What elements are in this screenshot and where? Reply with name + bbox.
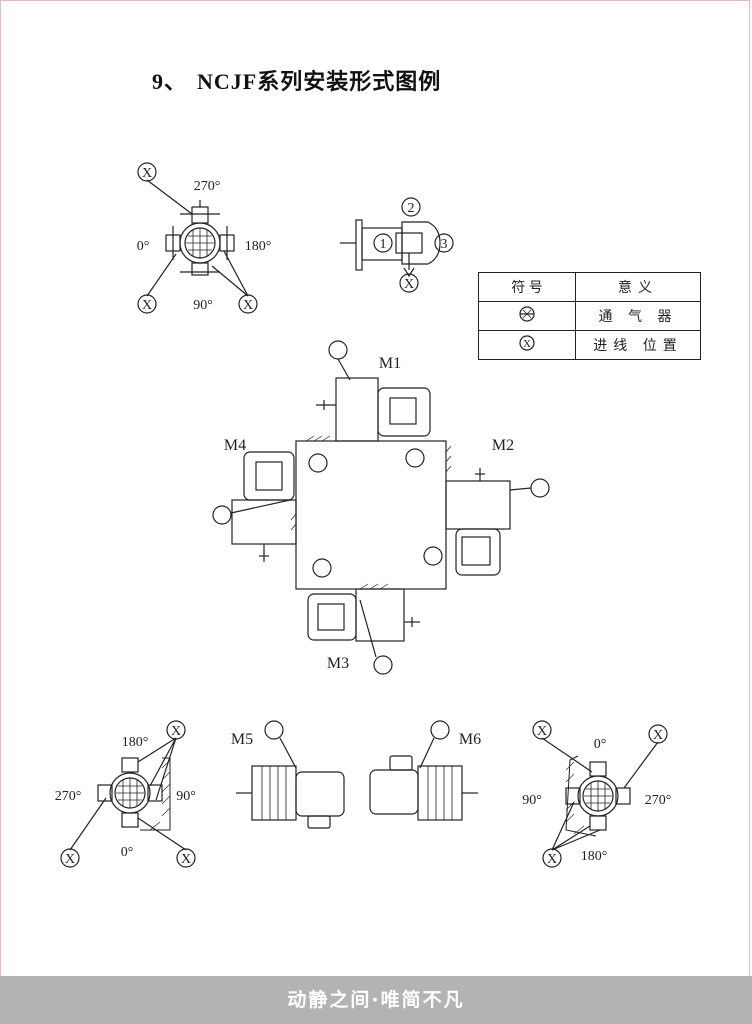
installation-drawing: X X X 270° 0° 180° 90° 2 1 3 X: [55, 162, 672, 868]
marker-x: X: [181, 852, 191, 867]
marker-x: X: [547, 852, 557, 867]
angle-label-top: 270°: [194, 179, 221, 194]
hatch-marks: [290, 435, 452, 590]
label-m4: M4: [224, 437, 246, 454]
legend-symbol-cell: X: [478, 330, 576, 360]
motor-m2: [423, 468, 550, 576]
angle-label-bottom: 90°: [193, 298, 213, 313]
gear-grid-pattern: [186, 228, 214, 258]
angle-label-left: 0°: [137, 239, 150, 254]
label-m5: M5: [231, 731, 253, 748]
legend-header-row: 符 号 意义: [478, 272, 701, 302]
angle-label-left: 270°: [55, 789, 82, 804]
label-m6: M6: [459, 731, 481, 748]
central-mount-diagram: M1 M2 M3 M4: [212, 340, 550, 675]
marker-1: 1: [380, 237, 387, 252]
symbol-legend-table: 符 号 意义 通 气 器 X 进线 位置: [478, 272, 701, 360]
marker-3: 3: [441, 237, 448, 252]
vent-symbol-icon: [519, 305, 535, 322]
svg-text:X: X: [523, 338, 531, 350]
x-circle-icon: X: [519, 334, 535, 351]
page-title: 9、 NCJF系列安装形式图例: [152, 64, 441, 96]
footer-banner: 动静之间·唯简不凡: [0, 976, 752, 1024]
motor-m5-side: M5: [231, 720, 345, 829]
legend-row: X 进线 位置: [478, 330, 701, 360]
angle-label-right: 270°: [645, 793, 672, 808]
legend-row: 通 气 器: [478, 301, 701, 331]
angle-label-bottom: 180°: [581, 849, 608, 864]
bottom-right-angle-diagram: X X X 0° 90° 270° 180°: [522, 720, 672, 868]
motor-m1: [316, 340, 431, 468]
base-block: [295, 440, 447, 590]
motor-m6-side: M6: [369, 720, 481, 821]
legend-symbol-cell: [478, 301, 576, 331]
top-left-angle-diagram: X X X 270° 0° 180° 90°: [137, 162, 272, 314]
angle-label-bottom: 0°: [121, 845, 134, 860]
label-m2: M2: [492, 437, 514, 454]
marker-x: X: [653, 728, 663, 743]
marker-x: X: [537, 724, 547, 739]
marker-x: X: [65, 852, 75, 867]
marker-x: X: [142, 298, 152, 313]
page-border: [0, 0, 750, 976]
motor-m4: [212, 451, 328, 562]
label-m1: M1: [379, 355, 401, 372]
bottom-left-angle-diagram: X X X 180° 270° 90° 0°: [55, 720, 196, 868]
angle-label-top: 180°: [122, 735, 149, 750]
angle-label-top: 0°: [594, 737, 607, 752]
section-number: 9、: [152, 69, 188, 94]
marker-x: X: [171, 724, 181, 739]
label-m3: M3: [327, 655, 349, 672]
marker-x: X: [243, 298, 253, 313]
marker-2: 2: [408, 201, 415, 216]
legend-header-meaning: 意义: [575, 272, 701, 302]
angle-label-right: 90°: [176, 789, 196, 804]
legend-meaning-vent: 通 气 器: [575, 301, 701, 331]
motor-m3: [307, 558, 420, 675]
legend-meaning-entry: 进线 位置: [575, 330, 701, 360]
marker-x: X: [142, 166, 152, 181]
angle-label-left: 90°: [522, 793, 542, 808]
marker-x: X: [404, 277, 414, 292]
side-view-diagram: 2 1 3 X: [340, 197, 454, 293]
section-title: NCJF系列安装形式图例: [197, 69, 442, 94]
legend-header-symbol: 符 号: [478, 272, 576, 302]
angle-label-right: 180°: [245, 239, 272, 254]
